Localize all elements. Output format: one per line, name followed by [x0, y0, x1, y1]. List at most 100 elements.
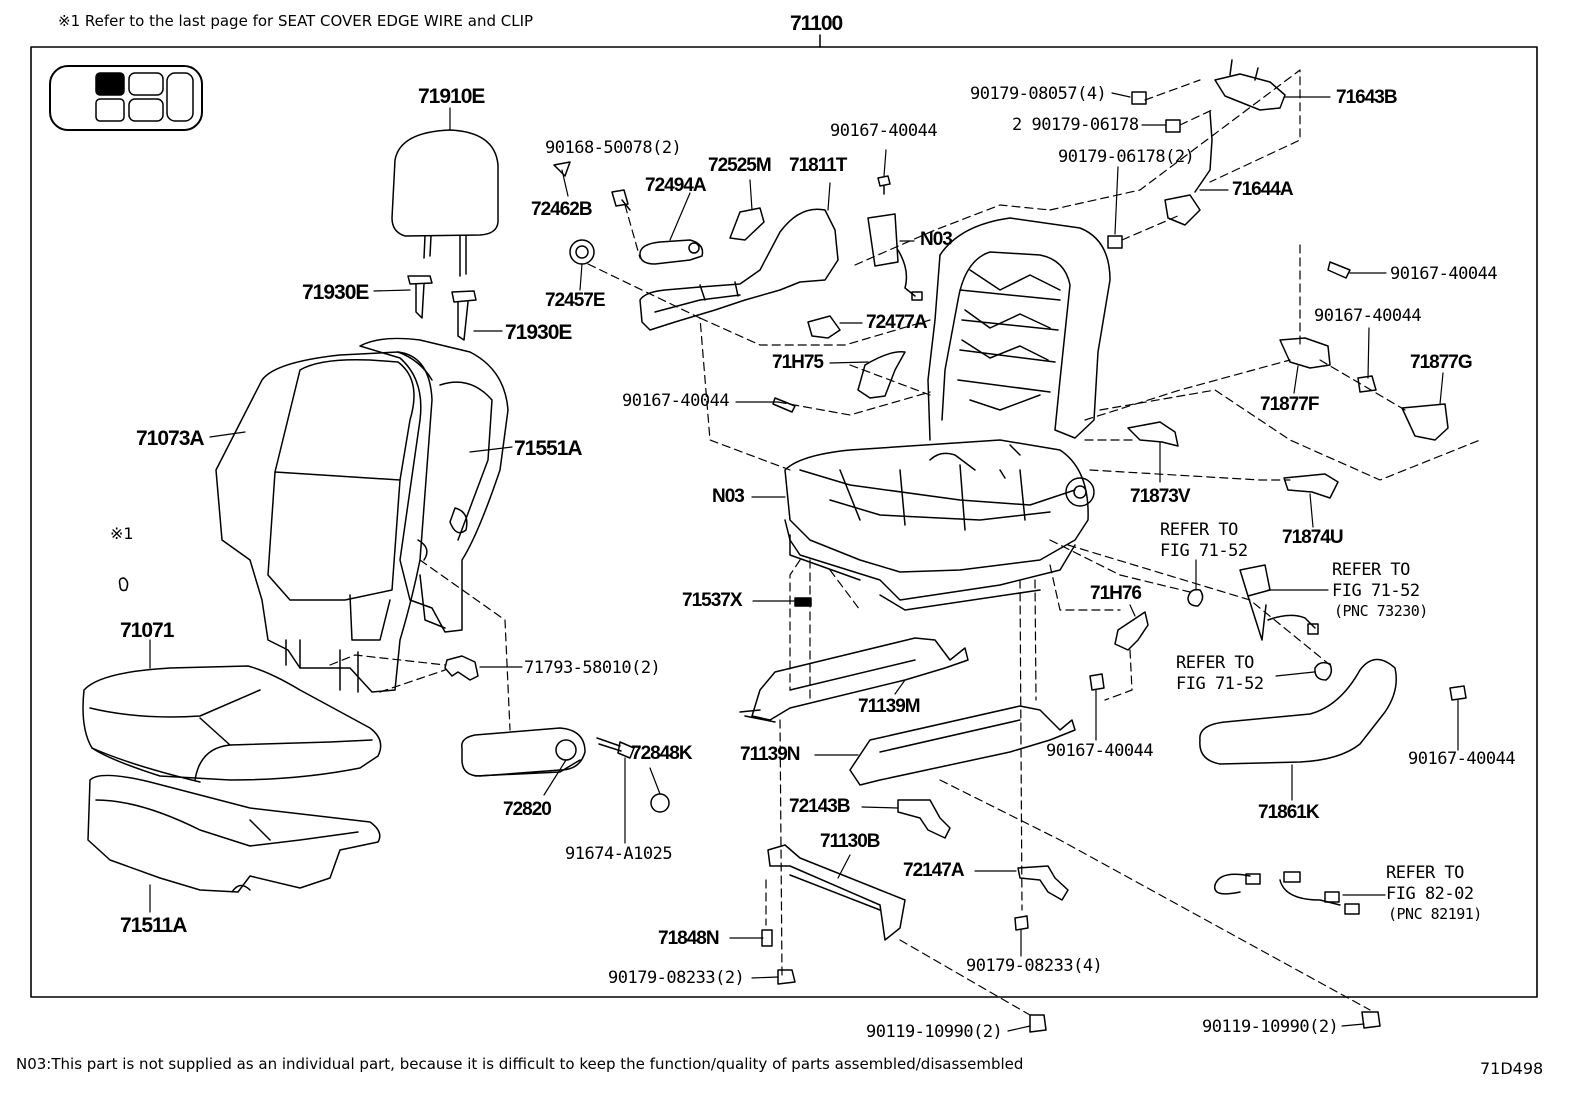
part-label-72147A[interactable]: 72147A [903, 860, 965, 881]
part-label-72820[interactable]: 72820 [503, 799, 552, 820]
part-label-90179-06178-2[interactable]: 90179-06178(2) [1058, 147, 1195, 167]
trim-clip-drawing [444, 655, 479, 681]
nut-90179-08233-left-drawing [777, 969, 796, 985]
part-label-71910E[interactable]: 71910E [418, 85, 485, 108]
armrest-cap-drawing [650, 793, 670, 813]
part-label-71930E-b[interactable]: 71930E [505, 321, 572, 344]
seatback-cover-drawing [215, 351, 433, 693]
refer-to-label-4[interactable]: REFER TO [1386, 863, 1464, 883]
screw-90167-r1-drawing [1327, 261, 1351, 279]
cover-71877G-drawing [1401, 403, 1449, 441]
cover-72477A-drawing [807, 315, 841, 339]
part-label-90179-08233-2[interactable]: 90179-08233(2) [608, 968, 745, 988]
part-label-N03-airbag[interactable]: N03 [920, 229, 953, 250]
header-note: ※1 Refer to the last page for SEAT COVER… [58, 12, 534, 30]
part-label-71537X[interactable]: 71537X [682, 590, 743, 611]
part-label-71793-58010[interactable]: 71793-58010(2) [524, 658, 661, 678]
part-label-72477A[interactable]: 72477A [866, 312, 928, 333]
armrest-bolt-drawing [596, 737, 635, 759]
part-label-90179-06178[interactable]: 2 90179-06178 [1012, 115, 1139, 135]
part-label-71139N[interactable]: 71139N [740, 744, 801, 765]
cover-71H75-drawing [857, 351, 906, 399]
tag-71537X-drawing [794, 597, 812, 607]
cover-71H76-drawing [1114, 611, 1149, 651]
part-label-90167-40044-r3[interactable]: 90167-40044 [1046, 741, 1154, 761]
part-label-90167-40044-mid[interactable]: 90167-40044 [622, 391, 730, 411]
side-shield-drawing [639, 208, 839, 331]
part-label-71071[interactable]: 71071 [120, 619, 174, 642]
part-label-71H75[interactable]: 71H75 [772, 352, 824, 373]
assembly-frame [30, 46, 1538, 998]
part-label-71873V[interactable]: 71873V [1130, 486, 1191, 507]
part-label-N03-frame[interactable]: N03 [712, 486, 745, 507]
part-label-71874U[interactable]: 71874U [1282, 527, 1344, 548]
bushing-drawing [569, 239, 595, 265]
seat-position-icon [49, 65, 203, 131]
part-label-72525M[interactable]: 72525M [708, 155, 772, 176]
part-label-71073A[interactable]: 71073A [136, 427, 205, 450]
seat-track-drawing [739, 637, 1076, 786]
part-label-91674-A1025[interactable]: 91674-A1025 [565, 844, 673, 864]
seat-cushion-drawing [82, 665, 382, 783]
recliner-cover-71643B-drawing [1214, 59, 1286, 111]
part-label-71139M[interactable]: 71139M [858, 696, 921, 717]
side-shield-71861K-drawing [1199, 658, 1397, 765]
screw-90167-r2-drawing [1357, 375, 1377, 393]
part-label-71130B[interactable]: 71130B [820, 831, 881, 852]
part-label-72494A[interactable]: 72494A [645, 175, 707, 196]
part-label-90167-40044-r1[interactable]: 90167-40044 [1390, 264, 1498, 284]
part-label-71811T[interactable]: 71811T [789, 155, 847, 176]
headrest-drawing [391, 129, 499, 277]
part-label-72143B[interactable]: 72143B [789, 796, 851, 817]
part-label-71930E[interactable]: 71930E [302, 281, 369, 304]
part-label-90168-50078[interactable]: 90168-50078(2) [545, 138, 682, 158]
part-label-71643B[interactable]: 71643B [1336, 87, 1398, 108]
part-label-90179-08057[interactable]: 90179-08057(4) [970, 84, 1107, 104]
assembly-number: 71100 [790, 12, 843, 35]
pin-71848N-drawing [761, 929, 773, 947]
part-label-90119-10990-left[interactable]: 90119-10990(2) [866, 1022, 1003, 1042]
nut-right-drawing [1314, 661, 1333, 681]
refer-to-label-2[interactable]: REFER TO [1332, 560, 1410, 580]
part-label-71644A[interactable]: 71644A [1232, 179, 1294, 200]
refer-fig-label-2[interactable]: FIG 71-52 [1332, 581, 1420, 601]
bracket-71874U-drawing [1283, 473, 1339, 499]
part-label-72457E[interactable]: 72457E [545, 290, 606, 311]
refer-to-label-3[interactable]: REFER TO [1176, 653, 1254, 673]
screw-90167-r3-drawing [1089, 673, 1105, 691]
part-label-71511A[interactable]: 71511A [120, 914, 187, 937]
lever-drawing [729, 207, 765, 241]
bolt-90119-right-drawing [1361, 1011, 1381, 1029]
leg-drawing [767, 844, 906, 941]
assembly-guide-lines [329, 69, 1481, 1016]
figure-code: 71D498 [1480, 1059, 1544, 1078]
part-label-71848N[interactable]: 71848N [658, 928, 720, 949]
part-label-71H76[interactable]: 71H76 [1090, 583, 1142, 604]
refer-fig-label-3[interactable]: FIG 71-52 [1176, 674, 1264, 694]
refer-pnc-label-2[interactable]: (PNC 73230) [1334, 602, 1428, 620]
part-label-90179-08233-4[interactable]: 90179-08233(4) [966, 956, 1103, 976]
footer-note: N03:This part is not supplied as an indi… [16, 1055, 1024, 1073]
bracket-72147A-drawing [1017, 865, 1069, 901]
cable-71644A-drawing [1164, 111, 1213, 226]
nut-90179-06178-a-drawing [1165, 119, 1181, 133]
recliner-knob-drawing [639, 239, 704, 265]
part-label-72462B[interactable]: 72462B [531, 199, 593, 220]
part-label-90167-40044-top[interactable]: 90167-40044 [830, 121, 938, 141]
part-label-71551A[interactable]: 71551A [514, 437, 583, 460]
part-label-90167-40044-r4[interactable]: 90167-40044 [1408, 749, 1516, 769]
seatbelt-buckle-drawing [1239, 564, 1319, 641]
refer-fig-label-4[interactable]: FIG 82-02 [1386, 884, 1474, 904]
refer-to-label-1[interactable]: REFER TO [1160, 520, 1238, 540]
part-label-72848K[interactable]: 72848K [631, 743, 693, 764]
part-label-71877G[interactable]: 71877G [1410, 352, 1473, 373]
bolt-90119-left-drawing [1029, 1014, 1047, 1033]
refer-fig-label-1[interactable]: FIG 71-52 [1160, 541, 1248, 561]
part-label-90119-10990-right[interactable]: 90119-10990(2) [1202, 1017, 1339, 1037]
part-label-71877F[interactable]: 71877F [1260, 394, 1319, 415]
part-label-71861K[interactable]: 71861K [1258, 802, 1320, 823]
part-label-90167-40044-r2[interactable]: 90167-40044 [1314, 306, 1422, 326]
refer-pnc-label-4[interactable]: (PNC 82191) [1388, 905, 1482, 923]
nut-90179-06178-b-drawing [1107, 235, 1123, 249]
